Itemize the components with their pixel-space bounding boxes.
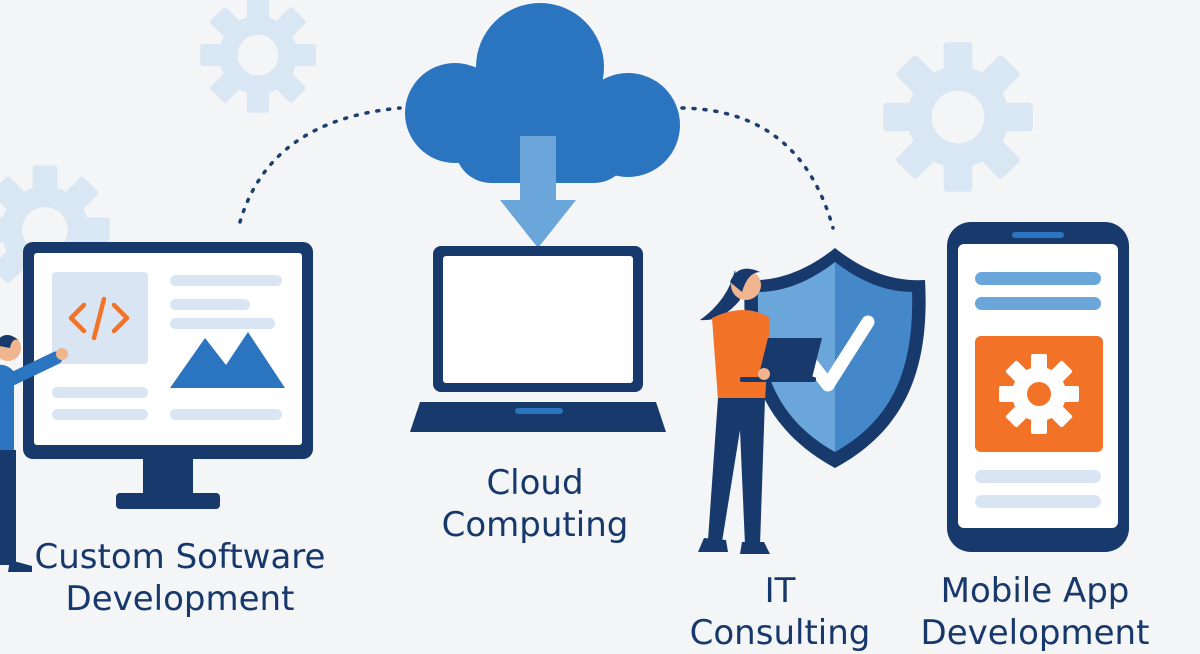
label-line: Custom Software <box>34 537 326 577</box>
smartphone-icon <box>947 222 1129 552</box>
download-arrow-icon <box>500 136 576 248</box>
code-brackets-icon <box>68 296 130 341</box>
desktop-monitor-icon <box>23 242 313 509</box>
label-line: Development <box>65 579 295 619</box>
label-line: Computing <box>441 505 629 545</box>
dotted-connector-left <box>238 106 402 224</box>
label-line: Consulting <box>689 613 871 653</box>
service-label-it-consulting: IT Consulting <box>680 570 880 654</box>
mountain-image-icon <box>170 332 285 388</box>
label-line: Mobile App <box>940 571 1130 611</box>
person-pointing <box>0 335 68 572</box>
dotted-connector-right <box>680 106 835 230</box>
gear-icon <box>999 354 1079 434</box>
services-illustration <box>0 0 1129 572</box>
label-line: Cloud <box>486 463 584 503</box>
service-label-mobile-app: Mobile App Development <box>910 570 1160 654</box>
service-label-cloud-computing: Cloud Computing <box>400 462 670 546</box>
label-line: IT <box>764 571 796 611</box>
service-label-custom-software: Custom Software Development <box>30 536 330 620</box>
label-line: Development <box>920 613 1150 653</box>
gear-icon <box>200 0 316 113</box>
person-with-laptop <box>698 268 822 554</box>
shield-check-icon <box>744 248 926 468</box>
gear-icon <box>883 42 1033 192</box>
laptop-icon <box>410 246 666 432</box>
